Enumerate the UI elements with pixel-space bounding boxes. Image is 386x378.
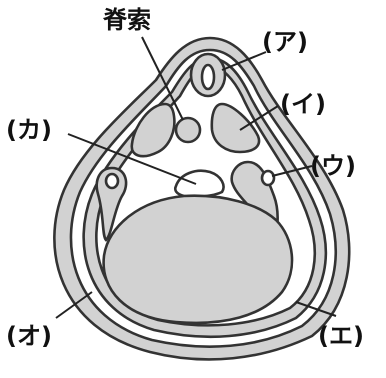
nephric-duct-right	[262, 171, 274, 185]
label-ka: (カ)	[6, 116, 52, 144]
label-e: (エ)	[318, 322, 364, 350]
label-notochord: 脊索	[102, 6, 151, 34]
neural-canal	[202, 65, 214, 89]
label-o: (オ)	[6, 322, 52, 350]
label-a: (ア)	[262, 28, 308, 56]
label-u: (ウ)	[310, 152, 356, 180]
notochord	[176, 118, 200, 142]
yolk-mass	[104, 196, 292, 323]
label-i: (イ)	[280, 90, 326, 118]
nephric-duct-left	[106, 174, 118, 188]
